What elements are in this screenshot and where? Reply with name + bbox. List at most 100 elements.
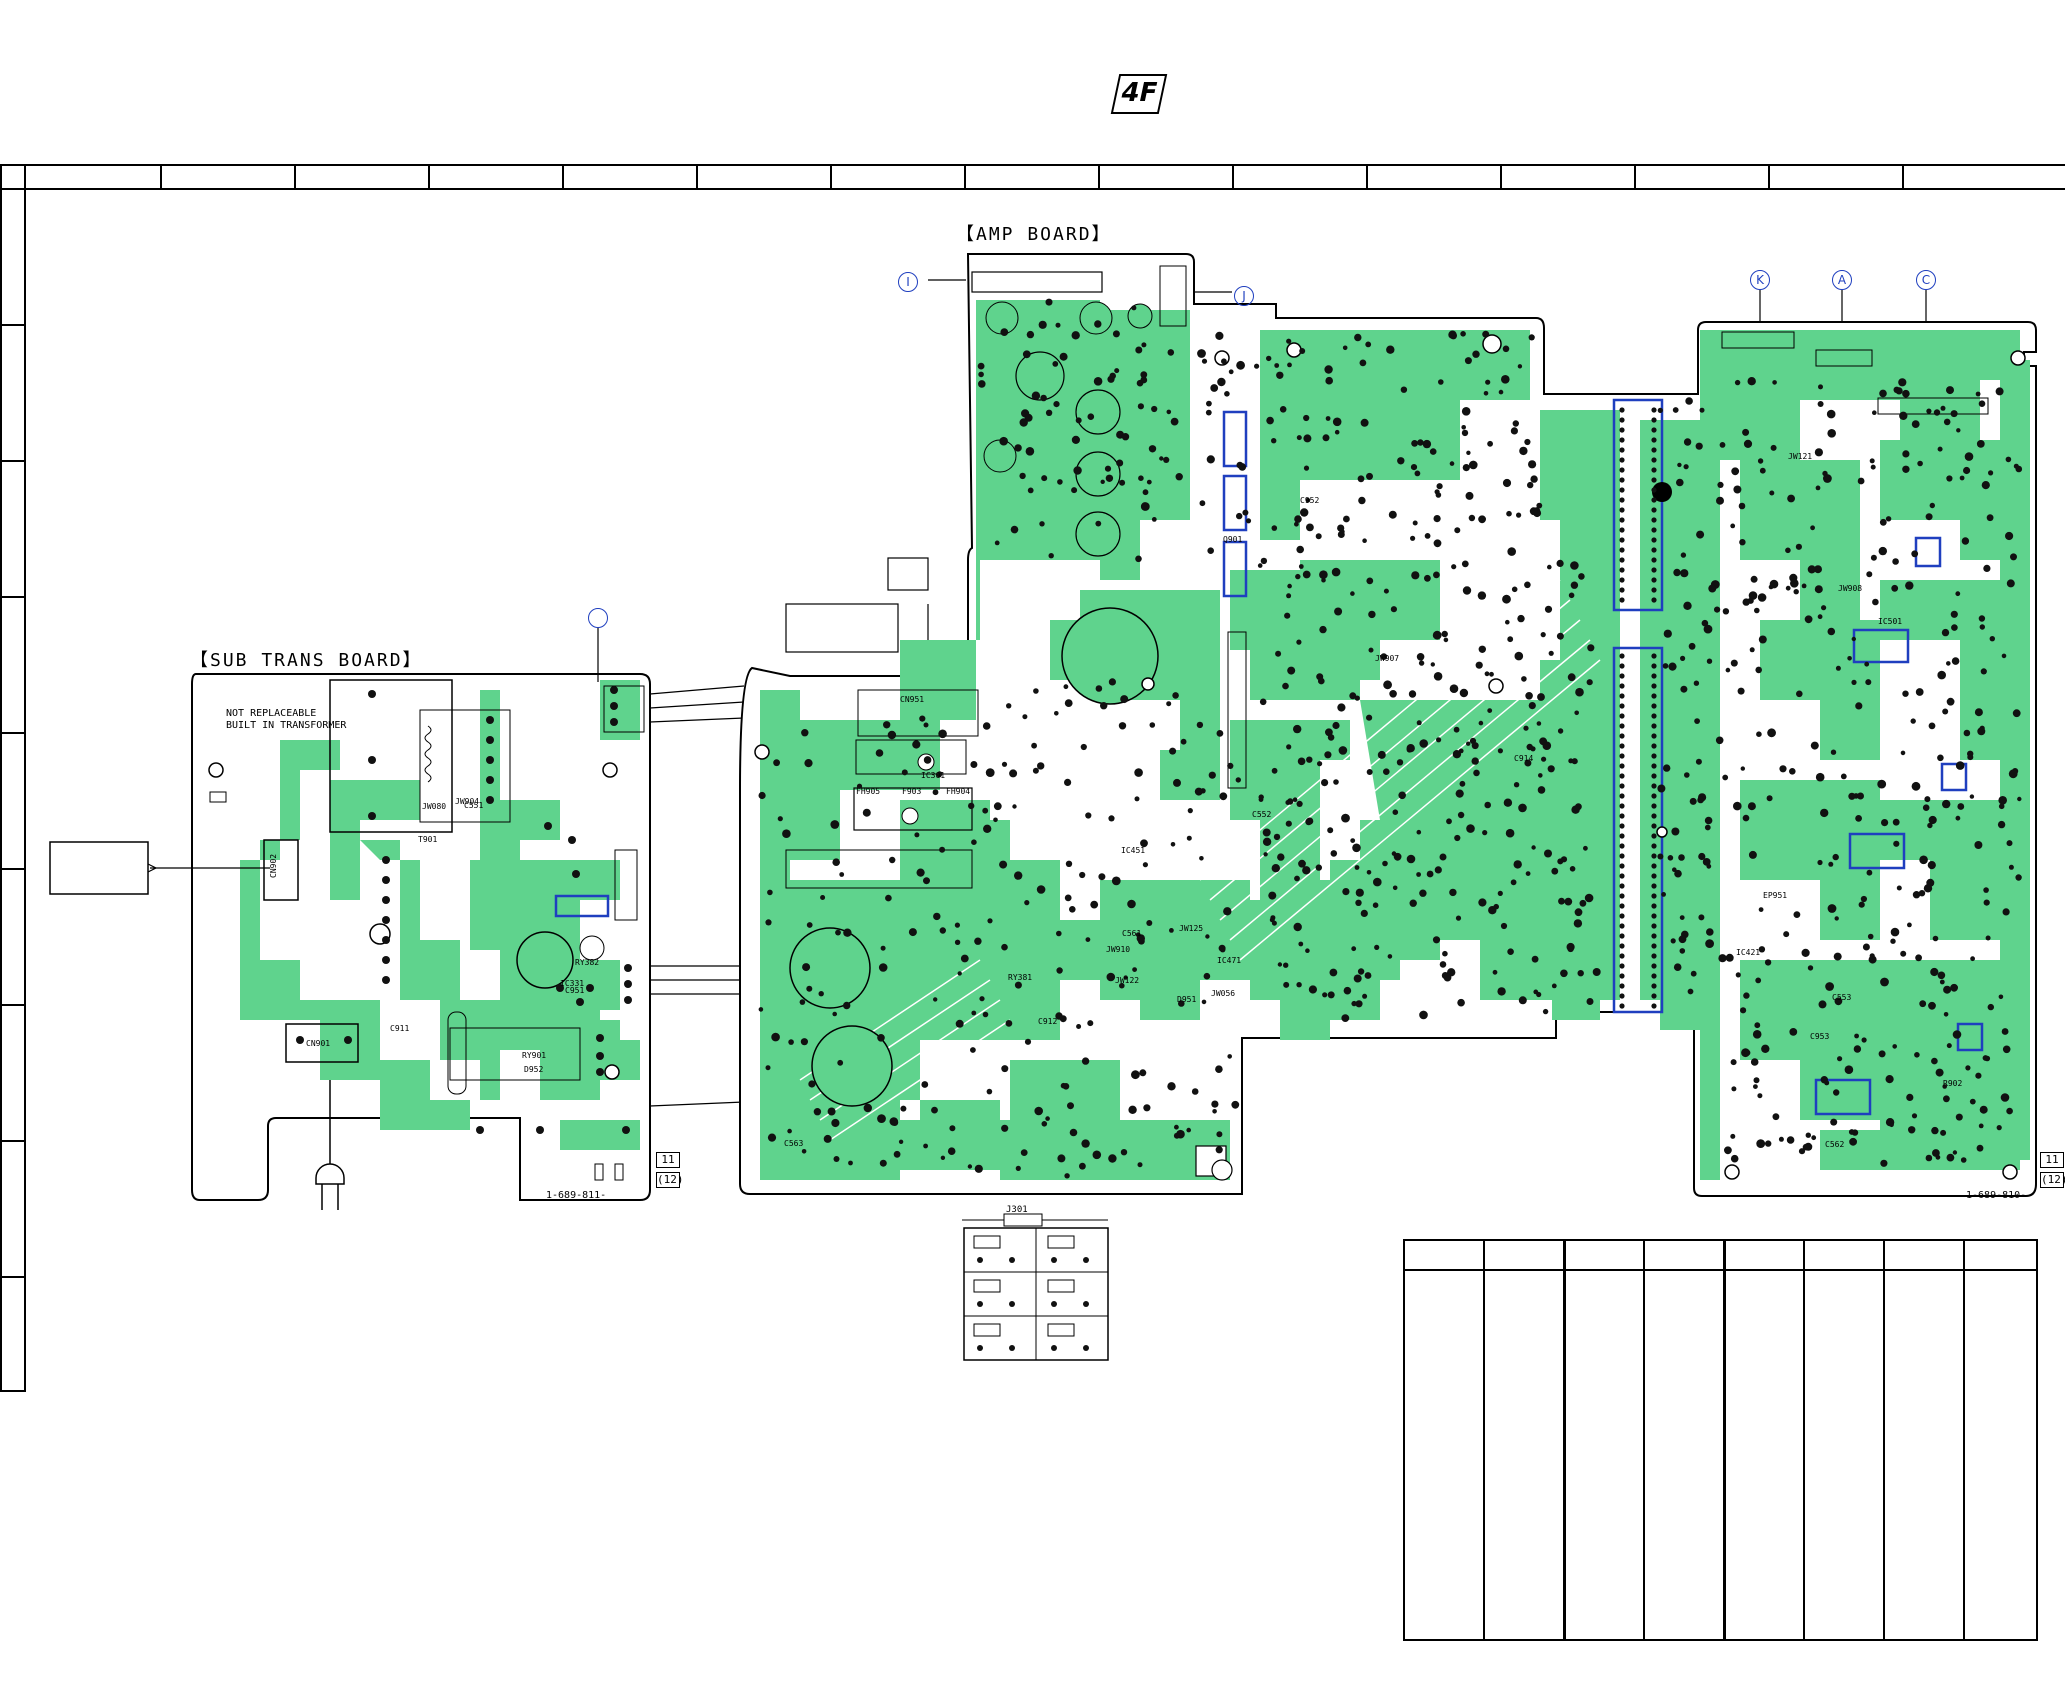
solder-pad [1731, 1086, 1737, 1092]
solder-pad [1758, 635, 1767, 644]
solder-pad [1801, 948, 1810, 958]
ic-pin [1651, 943, 1657, 949]
solder-pad [1918, 890, 1926, 897]
solder-pad [1885, 1075, 1894, 1084]
solder-pad [1757, 1093, 1763, 1099]
solder-pad [1137, 403, 1144, 410]
solder-pad [1337, 531, 1345, 538]
solder-pad [1683, 601, 1692, 610]
solder-pad [1342, 888, 1350, 896]
solder-pad [1380, 653, 1388, 660]
solder-pad [1364, 972, 1372, 979]
solder-pad [1754, 1022, 1761, 1029]
solder-pad [1064, 1173, 1070, 1179]
sub-trans-part-number: 1-689-811- [546, 1190, 607, 1201]
solder-pad [977, 362, 985, 370]
solder-pad [1927, 822, 1933, 829]
solder-pad [1893, 840, 1900, 847]
solder-pad [1461, 560, 1469, 568]
solder-pad [1266, 355, 1272, 362]
solder-pad [983, 824, 992, 833]
solder-pad [1331, 567, 1341, 577]
solder-pad [1858, 901, 1865, 908]
solder-pad [1531, 955, 1539, 963]
solder-pad [1698, 852, 1706, 861]
solder-pad [1507, 948, 1514, 955]
solder-pad [2002, 908, 2010, 916]
solder-pad [1525, 692, 1533, 700]
solder-pad [1286, 744, 1292, 750]
solder-pad [1828, 861, 1834, 867]
solder-pad [1663, 764, 1671, 772]
ic-pin [1619, 1003, 1625, 1009]
solder-pad [1857, 792, 1864, 800]
solder-pad [1740, 1007, 1747, 1014]
solder-pad [1174, 1124, 1179, 1130]
solder-pad [1484, 801, 1491, 809]
component-ref-label: IC471 [1217, 956, 1241, 965]
solder-pad [1785, 547, 1791, 554]
solder-pad [936, 772, 942, 778]
solder-pad [1355, 899, 1362, 906]
solder-pad [1170, 842, 1176, 847]
ic-pin [1619, 477, 1625, 483]
solder-pad [1305, 818, 1313, 826]
solder-pad [1211, 1100, 1219, 1108]
solder-pad [1825, 982, 1834, 991]
ic-pin [1651, 803, 1657, 809]
solder-pad [2015, 465, 2023, 473]
solder-pad [1478, 898, 1487, 907]
solder-pad [1215, 1146, 1223, 1154]
solder-pad [1862, 943, 1870, 951]
solder-pad [1283, 962, 1289, 968]
sub-trans-board-title: 【SUB TRANS BOARD】 [190, 650, 423, 671]
solder-pad [1306, 756, 1313, 763]
solder-pad [1518, 996, 1527, 1005]
solder-pad [1740, 766, 1746, 771]
solder-pad [1041, 1121, 1048, 1127]
solder-pad [940, 1155, 946, 1161]
solder-pad [1236, 360, 1245, 370]
ic-pin [1651, 913, 1657, 919]
ic-pin [1619, 843, 1625, 849]
ic-pin [1619, 653, 1625, 659]
solder-pad [1001, 1124, 1009, 1132]
solder-pad [1789, 768, 1796, 775]
ic-pin [1651, 893, 1657, 899]
solder-pad [813, 1108, 822, 1116]
solder-pad [1521, 676, 1527, 682]
solder-pad [1464, 357, 1472, 365]
solder-pad [1879, 389, 1887, 398]
solder-pad [1717, 481, 1724, 488]
solder-pad [1332, 417, 1342, 427]
solder-pad [1571, 805, 1580, 814]
solder-pad [1995, 387, 2004, 396]
solder-pad [1466, 741, 1471, 746]
solder-pad [1673, 568, 1681, 577]
solder-pad [823, 1134, 832, 1143]
solder-pad [1325, 378, 1332, 385]
solder-pad [1087, 413, 1095, 421]
solder-pad [1670, 938, 1676, 944]
solder-pad [1277, 853, 1285, 861]
solder-pad [1341, 1014, 1350, 1022]
solder-pad [1537, 786, 1546, 794]
solder-pad [1093, 377, 1103, 386]
solder-pad [1946, 697, 1955, 706]
solder-pad [999, 860, 1008, 869]
solder-pad [1027, 487, 1034, 494]
solder-pad [1433, 515, 1441, 523]
solder-pad [773, 759, 780, 767]
solder-pad [1557, 728, 1564, 734]
solder-pad [1123, 975, 1128, 980]
solder-pad [1730, 523, 1736, 529]
ic-pin [1651, 447, 1657, 453]
solder-pad [1928, 1001, 1936, 1010]
solder-pad [1337, 703, 1346, 712]
ic-pin [1619, 973, 1625, 979]
ic-pin [1619, 567, 1625, 573]
solder-pad [1787, 494, 1795, 503]
solder-pad [1194, 787, 1203, 796]
solder-pad [923, 877, 930, 885]
solder-pad [1039, 521, 1045, 527]
